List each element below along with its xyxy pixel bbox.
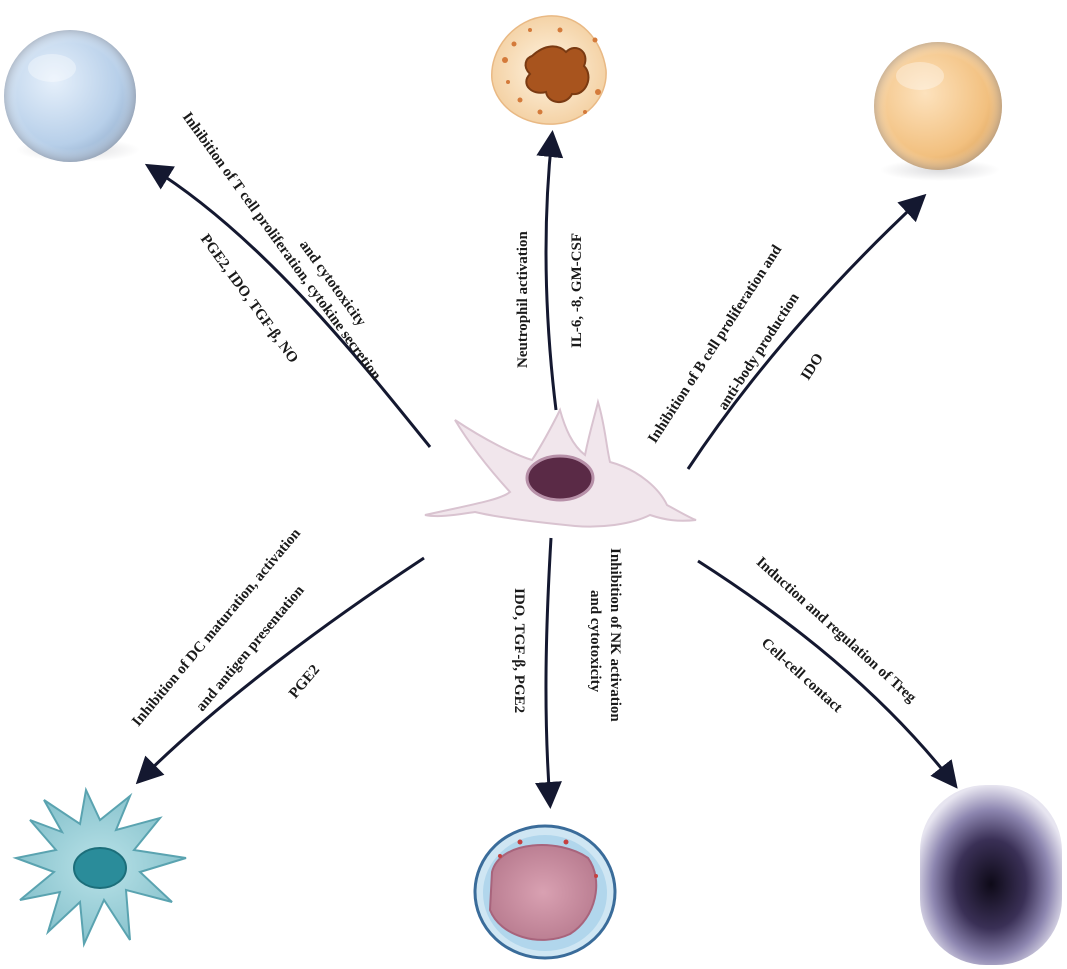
- arrow-to-b-cell: [686, 193, 927, 470]
- arrow-to-neutrophil: [536, 130, 564, 411]
- nk-effect-label-2: and cytotoxicity: [587, 590, 603, 693]
- arrow-to-nk-cell: [535, 537, 562, 809]
- t-cell: [4, 30, 140, 162]
- arrow-to-t-cell: [144, 163, 432, 448]
- nk-effect-line-2: and cytotoxicity: [587, 590, 603, 693]
- nk-effect-label: Inhibition of NK activation: [607, 548, 623, 722]
- nk-effect-line-1: Inhibition of NK activation: [607, 548, 623, 722]
- neutrophil-effect-text: Neutrophil activation: [515, 231, 531, 368]
- nk-mediators-label: IDO, TGF-β, PGE2: [511, 588, 527, 714]
- b-cell: [874, 42, 1002, 181]
- nk-mediators-text: IDO, TGF-β, PGE2: [511, 588, 527, 714]
- neutrophil-mediators-label: IL-6, -8, GM-CSF: [569, 233, 585, 348]
- mesenchymal-stem-cell: [424, 398, 697, 528]
- arrow-to-treg: [697, 559, 958, 789]
- neutrophil-effect-label: Neutrophil activation: [515, 231, 531, 368]
- treg-cell: [920, 785, 1062, 965]
- nk-cell: [473, 824, 617, 960]
- neutrophil-mediators-text: IL-6, -8, GM-CSF: [569, 233, 585, 348]
- neutrophil: [491, 15, 607, 125]
- arrow-to-dendritic-cell: [135, 556, 425, 785]
- dendritic-cell: [12, 786, 187, 948]
